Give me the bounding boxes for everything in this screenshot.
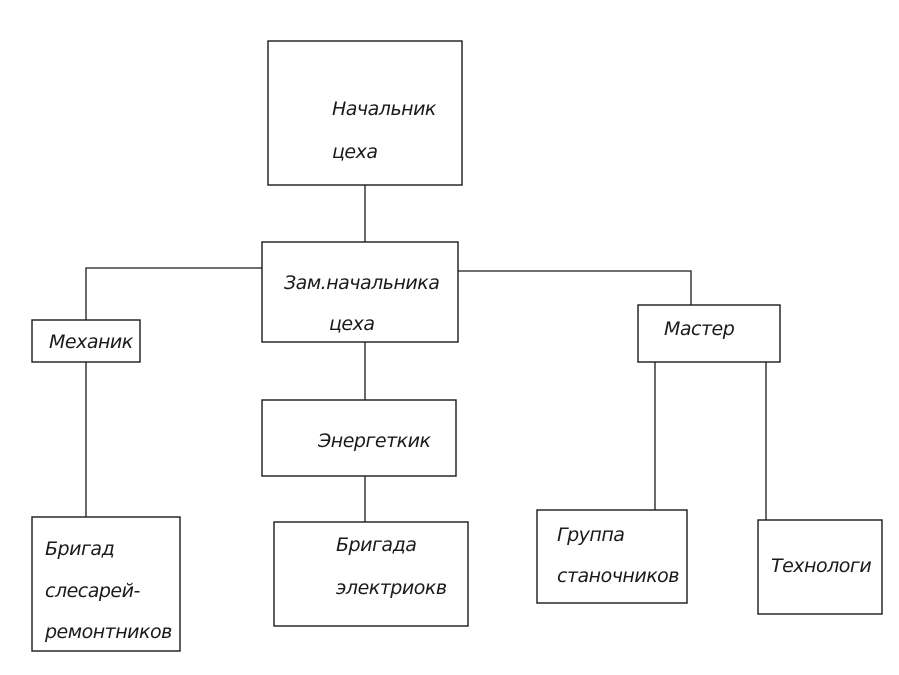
node-energetic-box: [261, 399, 457, 477]
node-deputy-label-line1: Зам.начальника: [284, 272, 439, 294]
edge-deputy-master: [458, 270, 692, 305]
connectors: [85, 185, 767, 522]
node-master-box: [637, 304, 781, 363]
node-energetic: Энергеткик: [261, 399, 457, 477]
node-fitters-box: [31, 516, 181, 652]
node-machinists-label-line2: станочников: [557, 565, 679, 587]
node-machinists-label-line1: Группа: [557, 524, 624, 546]
node-fitters: Бригад слесарей- ремонтников: [31, 516, 181, 652]
node-electricians-label-line2: электриокв: [336, 577, 447, 599]
edge-deputy-mechanic: [85, 267, 262, 320]
node-machinists: Группа станочников: [536, 509, 688, 604]
node-technologists: Технологи: [757, 519, 883, 615]
node-head: Начальник цеха: [267, 40, 463, 186]
node-fitters-label-line2: слесарей-: [45, 580, 140, 602]
node-head-label-line1: Начальник: [332, 98, 437, 120]
node-head-box: [267, 40, 463, 186]
node-mechanic: Механик: [31, 319, 141, 363]
node-deputy: Зам.начальника цеха: [261, 241, 459, 343]
node-electricians: Бригада электриокв: [273, 521, 469, 627]
node-fitters-label-line1: Бригад: [45, 538, 115, 560]
node-mechanic-label: Механик: [49, 331, 134, 353]
node-mechanic-box: [31, 319, 141, 363]
node-deputy-label-line2: цеха: [329, 313, 375, 335]
node-head-label-line2: цеха: [332, 141, 378, 163]
node-electricians-box: [273, 521, 469, 627]
node-master: Мастер: [637, 304, 781, 363]
node-master-label: Мастер: [664, 318, 735, 340]
node-machinists-box: [536, 509, 688, 604]
node-energetic-label: Энергеткик: [317, 430, 432, 452]
node-technologists-box: [757, 519, 883, 615]
node-electricians-label-line1: Бригада: [336, 534, 416, 556]
node-fitters-label-line3: ремонтников: [44, 621, 172, 643]
node-technologists-label: Технологи: [771, 555, 871, 577]
node-deputy-box: [261, 241, 459, 343]
